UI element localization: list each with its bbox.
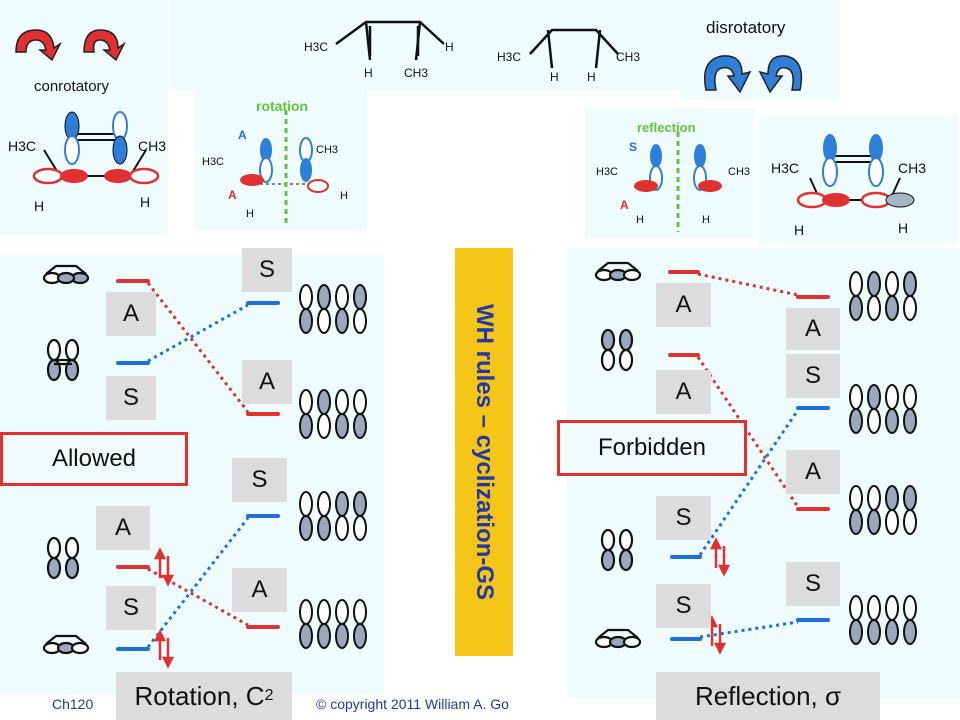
mol2-h-right: H bbox=[587, 70, 596, 84]
ref-sym-a: A bbox=[620, 198, 629, 212]
rotation-caption-text: Rotation, C bbox=[134, 680, 265, 711]
cb2-h-left: H bbox=[794, 222, 805, 238]
reflection-drawing bbox=[634, 132, 722, 232]
right-label-a-4: A bbox=[786, 450, 840, 494]
ref-h3c: H3C bbox=[596, 166, 619, 178]
mol1-h-right: H bbox=[445, 40, 454, 54]
mol2-ch3: CH3 bbox=[616, 50, 641, 64]
rot-sym-a2: A bbox=[228, 188, 237, 202]
rot-h-left: H bbox=[246, 208, 254, 220]
right-hexatriene-glyphs bbox=[849, 271, 917, 645]
ref-h-left: H bbox=[636, 214, 644, 226]
allowed-status: Allowed bbox=[0, 432, 188, 486]
left-label-a-top: A bbox=[106, 292, 156, 336]
left-mo-glyphs bbox=[42, 264, 90, 655]
top-mid-panel-2 bbox=[470, 0, 680, 90]
right-label-s-1: S bbox=[786, 354, 840, 398]
cb2-h3c: H3C bbox=[771, 160, 800, 176]
top-right-panel-2 bbox=[758, 115, 958, 245]
hexatriene-2 bbox=[529, 28, 619, 69]
right-mo-glyphs bbox=[594, 261, 642, 649]
footer-course: Ch120 bbox=[52, 696, 94, 712]
electron-pair-icon bbox=[153, 537, 731, 669]
footer-copyright: © copyright 2011 William A. Go bbox=[316, 696, 509, 712]
mol2-h-left: H bbox=[550, 70, 559, 84]
right-label-s-4: S bbox=[656, 584, 711, 628]
rot-h-right: H bbox=[340, 190, 348, 202]
left-label-a-mid: A bbox=[242, 360, 292, 404]
rotation-panel bbox=[195, 90, 367, 230]
right-label-s-2: S bbox=[656, 496, 711, 540]
disrotatory-arrow-icon bbox=[704, 55, 803, 94]
rot-ch3: CH3 bbox=[316, 144, 339, 156]
top-mid-panel-1 bbox=[170, 0, 470, 90]
right-label-s-3: S bbox=[786, 562, 840, 606]
right-label-a-2: A bbox=[656, 370, 711, 414]
rot-sym-a1: A bbox=[238, 128, 247, 142]
cb1-h-left: H bbox=[34, 198, 45, 214]
rotation-drawing bbox=[240, 110, 329, 226]
ref-sym-s: S bbox=[629, 140, 638, 154]
wh-rules-title: WH rules – cyclization-GS bbox=[471, 303, 498, 601]
right-label-a-1: A bbox=[656, 283, 711, 327]
cb2-h-right: H bbox=[898, 220, 909, 236]
mol1-h: H bbox=[364, 66, 373, 80]
cb1-h3c: H3C bbox=[8, 138, 37, 154]
right-label-a-3: A bbox=[786, 308, 840, 350]
reflection-label: reflection bbox=[637, 120, 696, 135]
ref-ch3: CH3 bbox=[728, 166, 751, 178]
rotation-label: rotation bbox=[256, 98, 309, 114]
hexatriene-1 bbox=[335, 20, 445, 61]
cb1-h-right: H bbox=[140, 194, 151, 210]
forbidden-status: Forbidden bbox=[557, 420, 747, 476]
disrotatory-label: disrotatory bbox=[706, 18, 786, 37]
cb1-orbitals bbox=[32, 111, 160, 185]
mol1-h3c: H3C bbox=[304, 40, 329, 54]
cb2-orbitals bbox=[796, 134, 915, 209]
conrotatory-arrow-icon bbox=[15, 29, 126, 62]
mol2-h3c: H3C bbox=[497, 50, 522, 64]
left-label-s-top: S bbox=[106, 376, 156, 420]
left-label-s-mid2: S bbox=[232, 458, 287, 502]
left-label-s-mid: S bbox=[242, 248, 292, 292]
left-label-a-low: A bbox=[232, 568, 287, 612]
left-hexatriene-glyphs bbox=[299, 284, 367, 649]
left-label-a-bottom: A bbox=[96, 506, 150, 550]
rot-h3c: H3C bbox=[202, 156, 225, 168]
mol1-ch3: CH3 bbox=[404, 66, 429, 80]
reflection-panel bbox=[585, 108, 755, 238]
rotation-caption-sub: 2 bbox=[264, 687, 274, 704]
ref-h-right: H bbox=[702, 214, 710, 226]
left-label-s-bottom: S bbox=[106, 586, 156, 630]
wh-rules-title-band: WH rules – cyclization-GS bbox=[455, 248, 513, 656]
conrotatory-label: conrotatory bbox=[34, 78, 110, 95]
cb2-ch3: CH3 bbox=[898, 160, 927, 176]
reflection-caption: Reflection, σ bbox=[656, 672, 880, 720]
